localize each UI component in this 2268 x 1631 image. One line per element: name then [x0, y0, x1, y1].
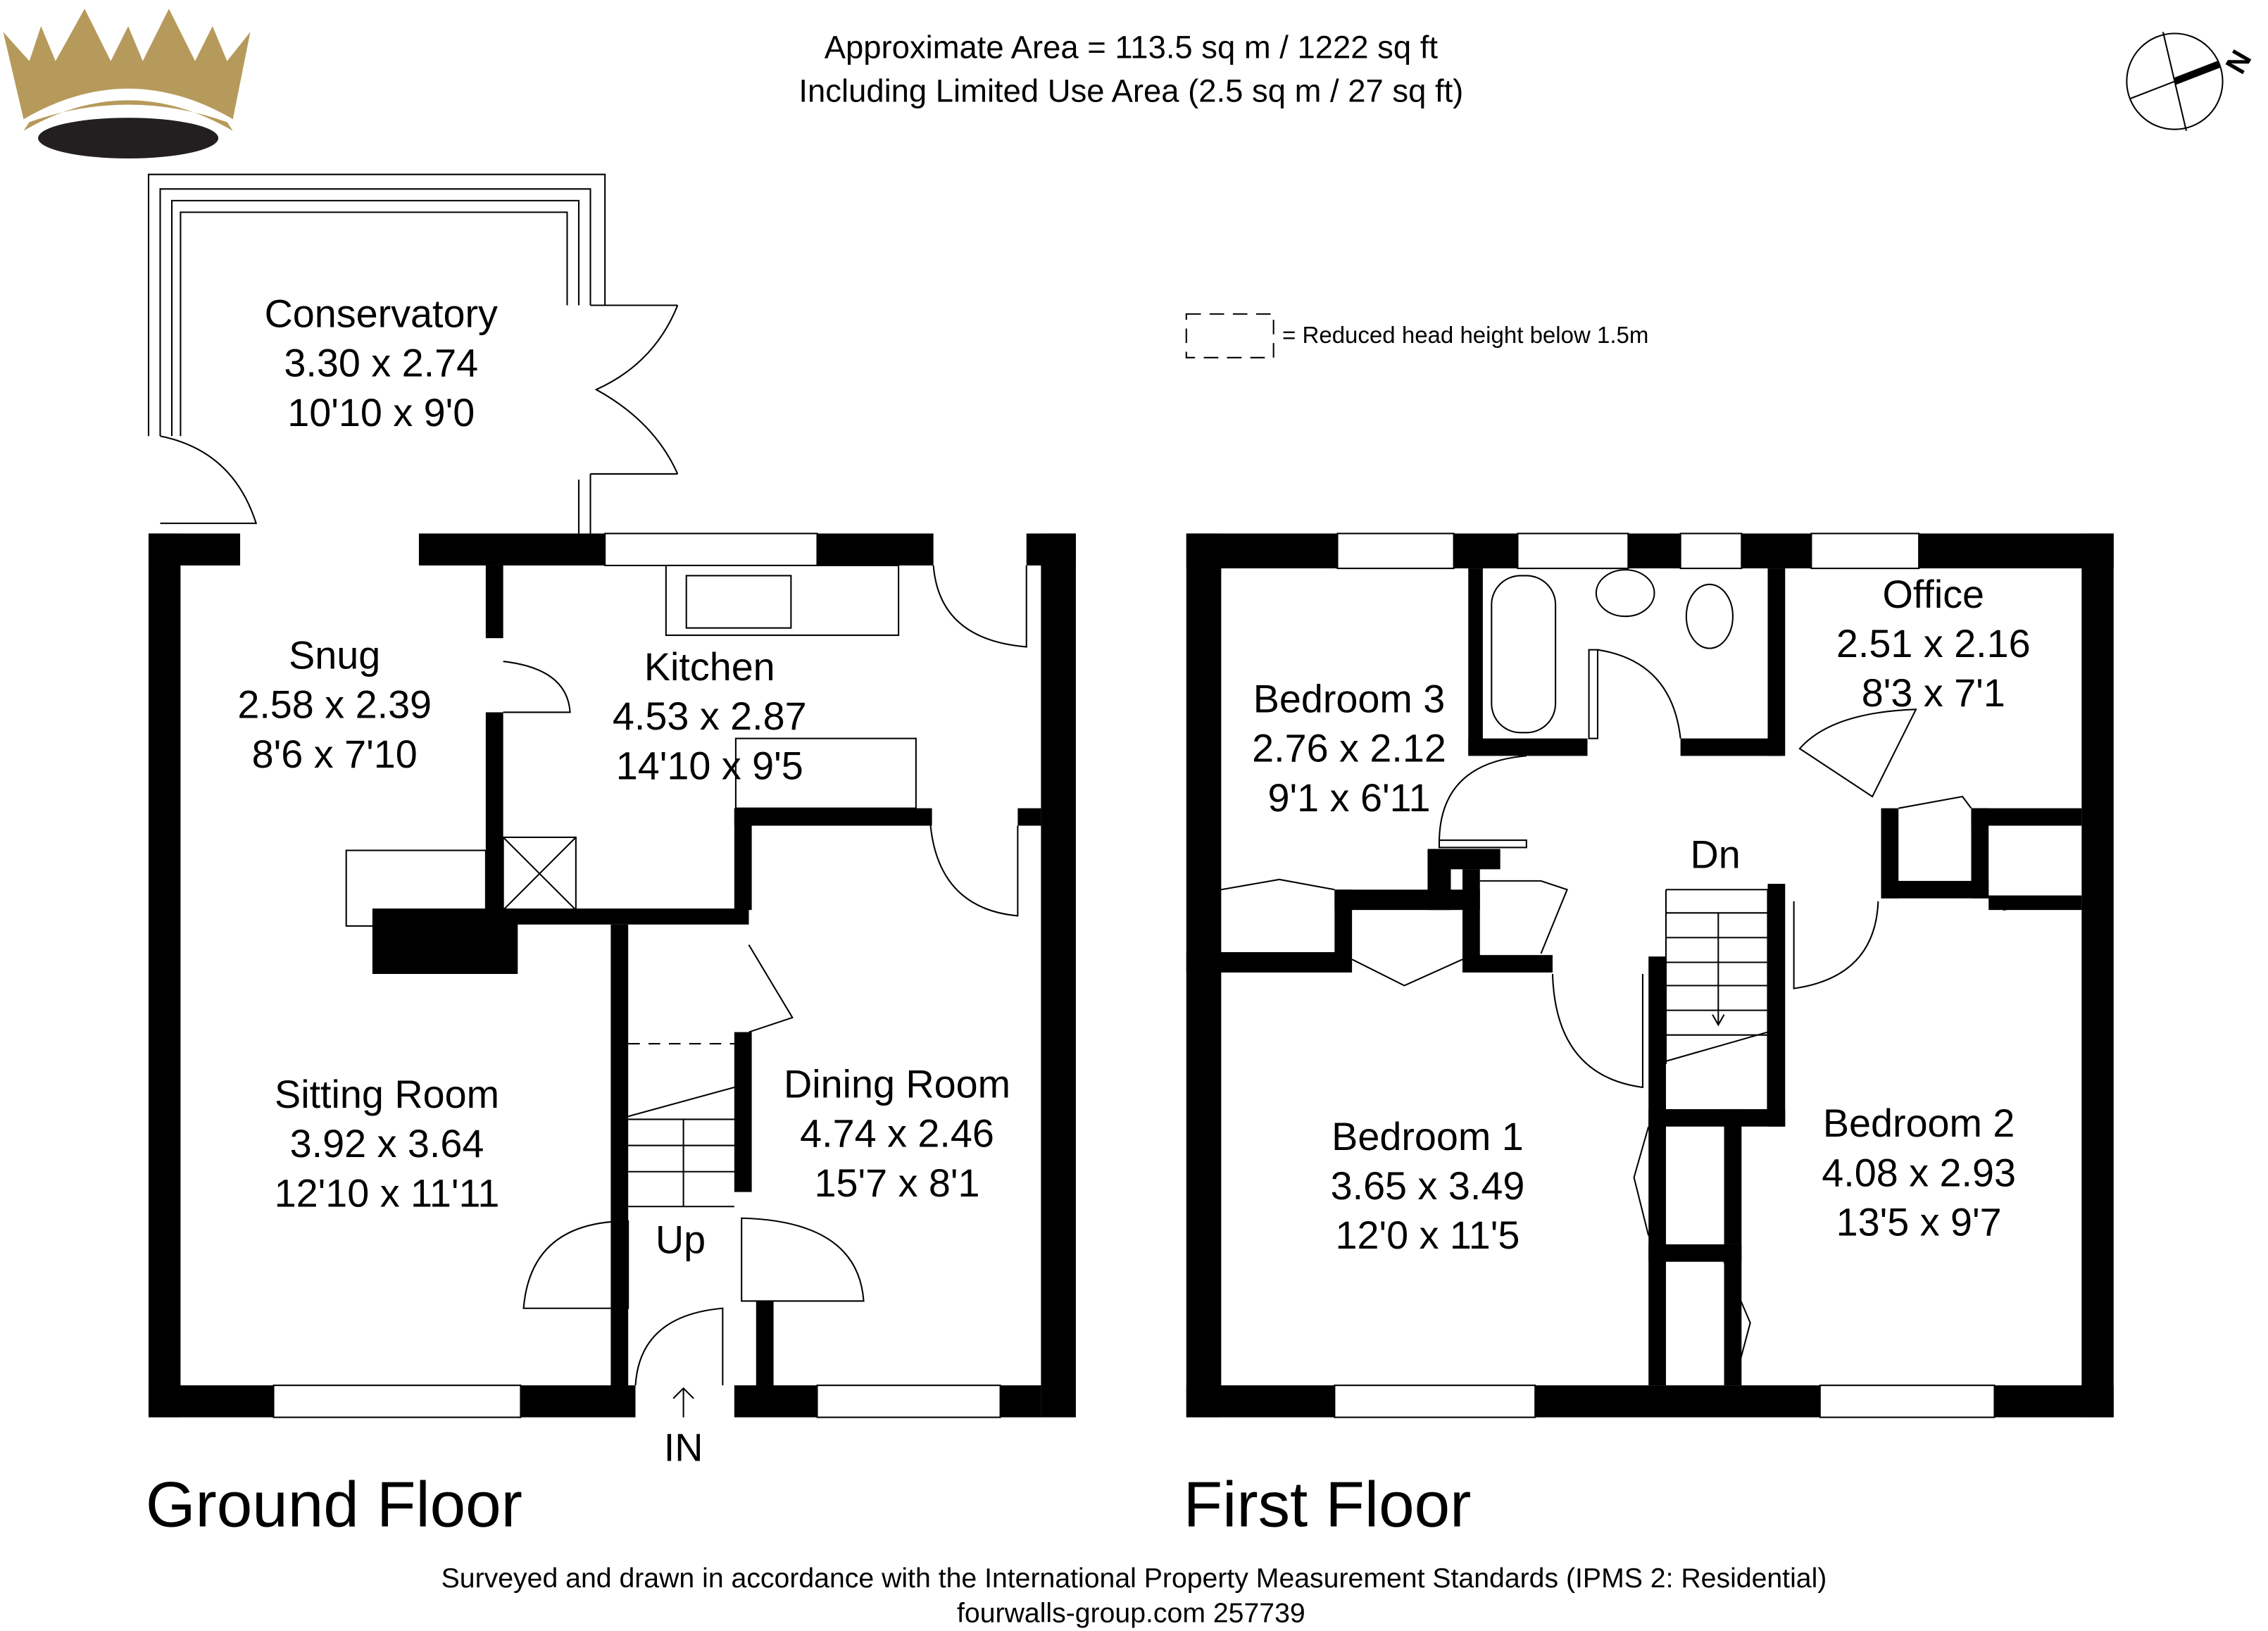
room-name: Snug — [289, 634, 380, 677]
room-name: Dining Room — [784, 1062, 1010, 1106]
bathtub-icon — [1491, 575, 1557, 734]
room-metric: 2.76 x 2.12 — [1252, 727, 1446, 770]
room-kitchen: Kitchen 4.53 x 2.87 14'10 x 9'5 — [613, 645, 807, 787]
room-imperial: 8'3 x 7'1 — [1862, 671, 2005, 715]
room-name: Kitchen — [644, 645, 775, 689]
boiler-icon — [502, 836, 577, 911]
reduced-height-legend-swatch — [1185, 313, 1274, 358]
ground-floor-stairs — [627, 1043, 735, 1208]
first-floor-plan — [1186, 532, 2114, 1418]
room-office: Office 2.51 x 2.16 8'3 x 7'1 — [1836, 573, 2031, 715]
room-imperial: 8'6 x 7'10 — [252, 732, 418, 776]
room-imperial: 10'10 x 9'0 — [287, 391, 475, 435]
basin-icon — [1595, 569, 1655, 618]
room-bedroom-2: Bedroom 2 4.08 x 2.93 13'5 x 9'7 — [1822, 1101, 2016, 1244]
room-name: Conservatory — [265, 292, 498, 335]
ground-floor-title: Ground Floor — [146, 1469, 522, 1540]
first-floor-title: First Floor — [1184, 1469, 1472, 1540]
room-name: Sitting Room — [275, 1073, 499, 1116]
room-conservatory: Conservatory 3.30 x 2.74 10'10 x 9'0 — [265, 292, 498, 434]
room-metric: 2.51 x 2.16 — [1836, 622, 2031, 665]
area-text: Approximate Area = 113.5 sq m / 1222 sq … — [825, 30, 1439, 65]
room-name: Office — [1883, 573, 1985, 616]
room-name: Bedroom 2 — [1823, 1101, 2015, 1145]
website-reference: fourwalls-group.com 257739 — [957, 1599, 1305, 1629]
room-metric: 4.08 x 2.93 — [1822, 1151, 2016, 1194]
room-imperial: 15'7 x 8'1 — [815, 1161, 980, 1205]
entrance-arrow-icon — [672, 1387, 694, 1418]
room-name: Bedroom 1 — [1332, 1115, 1524, 1158]
room-metric: 3.65 x 3.49 — [1331, 1164, 1525, 1208]
room-imperial: 14'10 x 9'5 — [616, 744, 803, 787]
room-bedroom-1: Bedroom 1 3.65 x 3.49 12'0 x 11'5 — [1331, 1115, 1525, 1257]
first-floor-stairs — [1665, 889, 1769, 1109]
legend-text: = Reduced head height below 1.5m — [1282, 322, 1648, 348]
room-imperial: 13'5 x 9'7 — [1836, 1201, 2002, 1244]
entrance-label: IN — [664, 1425, 703, 1469]
room-metric: 3.92 x 3.64 — [290, 1122, 484, 1166]
kitchen-worktop — [665, 564, 900, 637]
ground-floor-plan — [147, 173, 1076, 1418]
room-metric: 4.74 x 2.46 — [800, 1112, 994, 1156]
stairs-up-label: Up — [656, 1218, 706, 1261]
stairs-down-label: Dn — [1691, 832, 1741, 876]
ipms-statement: Surveyed and drawn in accordance with th… — [441, 1563, 1827, 1594]
room-bedroom-3: Bedroom 3 2.76 x 2.12 9'1 x 6'11 — [1252, 677, 1446, 819]
room-imperial: 9'1 x 6'11 — [1268, 776, 1431, 820]
room-snug: Snug 2.58 x 2.39 8'6 x 7'10 — [237, 634, 432, 776]
room-metric: 3.30 x 2.74 — [284, 342, 478, 385]
room-dining-room: Dining Room 4.74 x 2.46 15'7 x 8'1 — [784, 1062, 1010, 1204]
north-compass-icon: N — [2126, 32, 2258, 132]
room-metric: 2.58 x 2.39 — [237, 683, 432, 727]
limited-use-area-text: Including Limited Use Area (2.5 sq m / 2… — [798, 73, 1463, 108]
room-imperial: 12'10 x 11'11 — [275, 1171, 500, 1215]
room-sitting-room: Sitting Room 3.92 x 3.64 12'10 x 11'11 — [275, 1073, 500, 1215]
toilet-icon — [1685, 583, 1734, 649]
sink-icon — [685, 575, 792, 629]
room-imperial: 12'0 x 11'5 — [1336, 1213, 1520, 1257]
room-name: Bedroom 3 — [1253, 677, 1446, 720]
north-label: N — [2219, 44, 2258, 79]
crown-logo — [3, 8, 251, 158]
room-metric: 4.53 x 2.87 — [613, 694, 807, 738]
